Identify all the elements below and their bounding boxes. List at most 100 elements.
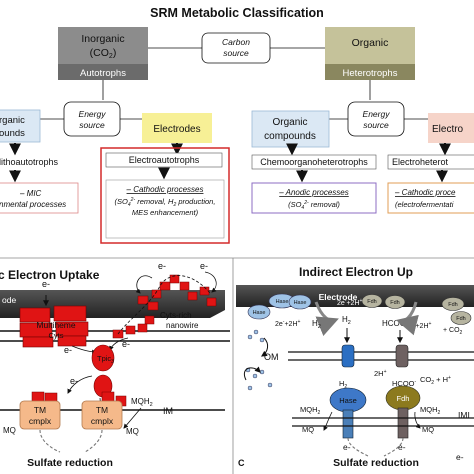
- reaction-h-left: 2e-+2H+: [275, 319, 301, 328]
- fdh-anchor: [397, 407, 409, 439]
- inorganic-compounds-line2: ounds: [0, 128, 25, 139]
- energy-source-left: [63, 101, 121, 137]
- indirect-electrode-label: Electrode: [319, 292, 358, 302]
- hase-electrode-1-label: Hase: [276, 299, 289, 305]
- cathodic-line2: (SO42- removal, H2 production,: [115, 197, 216, 208]
- nanowire-line2: nanowire: [166, 321, 199, 330]
- direct-e-4: e-: [64, 345, 72, 355]
- direct-e-6: e-: [70, 376, 78, 386]
- anodic-processes-box: [251, 182, 377, 214]
- hase-free: [247, 304, 271, 320]
- indirect-mq-left: MQ: [302, 425, 314, 434]
- tm-left-line1: TM: [34, 405, 46, 415]
- reaction-h-right: 2e-+2H+: [337, 298, 363, 307]
- organic-compounds-box: [251, 110, 330, 148]
- chemoorganoheterotrophs-box: [251, 154, 377, 170]
- electrodes-label-right: Electro: [432, 124, 464, 135]
- nanowire-line1: Cyts-rich: [160, 311, 192, 320]
- fdh-electrode-3: [441, 297, 465, 311]
- heterotrophs-label: Heterotrophs: [343, 68, 398, 79]
- inorganic-box: [58, 27, 148, 64]
- organic-box: [325, 27, 415, 64]
- electroautotrophs-frame: [100, 147, 230, 244]
- multiheme-line2: Cyts: [49, 331, 64, 340]
- direct-e-2: e-: [158, 261, 166, 271]
- inorganic-title: Inorganic: [81, 33, 124, 45]
- direct-e-5: e-: [122, 339, 130, 349]
- hcoo-label-periplasm: HCOO-: [392, 379, 417, 388]
- electrodes-box-left: [142, 113, 212, 143]
- tm-complex-left: [19, 400, 61, 430]
- electroautotrophs-box: [105, 152, 223, 168]
- indirect-e-edge: e-: [456, 452, 464, 462]
- direct-mqh2: MQH2: [131, 397, 153, 408]
- indirect-im: IMI: [458, 410, 470, 420]
- electrodes-label-left: Electrodes: [153, 124, 200, 135]
- carbon-source-line2: source: [223, 48, 249, 58]
- direct-im: IM: [163, 406, 173, 416]
- indirect-mq-right: MQ: [422, 425, 434, 434]
- inorganic-compounds-line1: rganic: [0, 115, 25, 126]
- hase-electrode-2: [288, 294, 312, 310]
- hase-electrode-2-label: Hase: [294, 300, 307, 306]
- indirect-panel-title: Indirect Electron Up: [299, 265, 413, 279]
- electroautotrophs-label: Electroautotrophs: [129, 155, 200, 165]
- direct-e-1: e-: [42, 279, 50, 289]
- electroheterotrophs-box: [387, 154, 474, 170]
- figure-title: SRM Metabolic Classification: [150, 6, 324, 20]
- multiheme-line1: Multiheme: [36, 320, 75, 330]
- organic-compounds-line1: Organic: [272, 117, 307, 128]
- fdh-free: [450, 311, 472, 325]
- mic-box: [0, 182, 79, 214]
- cathodic-line3: MES enhancement): [132, 208, 199, 217]
- hase-free-label: Hase: [253, 310, 266, 316]
- cathodic-processes-box: [105, 179, 225, 239]
- direct-e-3: e-: [200, 261, 208, 271]
- inorganic-formula: (CO2): [90, 47, 117, 60]
- direct-mq-left: MQ: [3, 426, 16, 435]
- indirect-e-right: e-: [398, 442, 406, 452]
- electroheterotrophs-label: Electroheterot: [392, 157, 449, 167]
- indirect-e-left: e-: [343, 442, 351, 452]
- energy-source-right: [347, 101, 405, 137]
- tm-complex-right: [81, 400, 123, 430]
- organic-title: Organic: [352, 37, 389, 49]
- energy-source-left-line2: source: [79, 120, 105, 130]
- electrodes-box-right: [428, 113, 474, 143]
- indirect-sulfate-reduction: Sulfate reduction: [333, 457, 419, 469]
- co2-h-plus: CO2 + H+: [420, 375, 451, 386]
- tpic3-label: Tpic3: [97, 354, 114, 365]
- mic-line1: – MIC: [19, 189, 42, 198]
- fdh-electrode-2: [384, 295, 406, 309]
- fdh-electrode-2-label: Fdh: [390, 300, 399, 306]
- lithoautotrophs-label: lithoautotrophs: [0, 157, 59, 167]
- tpic3: [91, 344, 115, 372]
- cathodic-title: – Cathodic processes: [126, 185, 204, 194]
- heterotrophs-box: [325, 64, 415, 80]
- cathodic-processes-right-box: [387, 182, 474, 214]
- cathodic-right-title: – Cathodic proce: [394, 188, 456, 197]
- anodic-line2: (SO42- removal): [288, 200, 340, 211]
- energy-source-left-line1: Energy: [79, 109, 107, 119]
- indirect-om: OM: [264, 352, 279, 362]
- energy-source-right-line2: source: [363, 120, 389, 130]
- panel-letter-c: C: [238, 458, 245, 468]
- carbon-source-line1: Carbon: [222, 37, 250, 47]
- fdh-electrode-1: [361, 294, 383, 308]
- tm-left-line2: cmplx: [29, 416, 52, 426]
- direct-electrode-label: ode: [2, 295, 16, 305]
- chemoorganoheterotrophs-label: Chemoorganoheterotrophs: [260, 157, 368, 167]
- tm-right-line2: cmplx: [91, 416, 114, 426]
- energy-source-right-line1: Energy: [363, 109, 391, 119]
- hase-periplasm-label: Hase: [339, 396, 357, 405]
- organic-compounds-line2: compounds: [264, 131, 316, 142]
- anodic-title: – Anodic processes: [278, 188, 349, 197]
- inorganic-compounds-box: [0, 109, 41, 143]
- mic-line2: nmental processes: [0, 200, 66, 209]
- fdh-free-label: Fdh: [456, 316, 465, 322]
- tm-right-line1: TM: [96, 405, 108, 415]
- dispersed-particles: [245, 329, 273, 391]
- indirect-mqh2-left: MQH2: [300, 405, 321, 416]
- autotrophs-box: [58, 64, 148, 80]
